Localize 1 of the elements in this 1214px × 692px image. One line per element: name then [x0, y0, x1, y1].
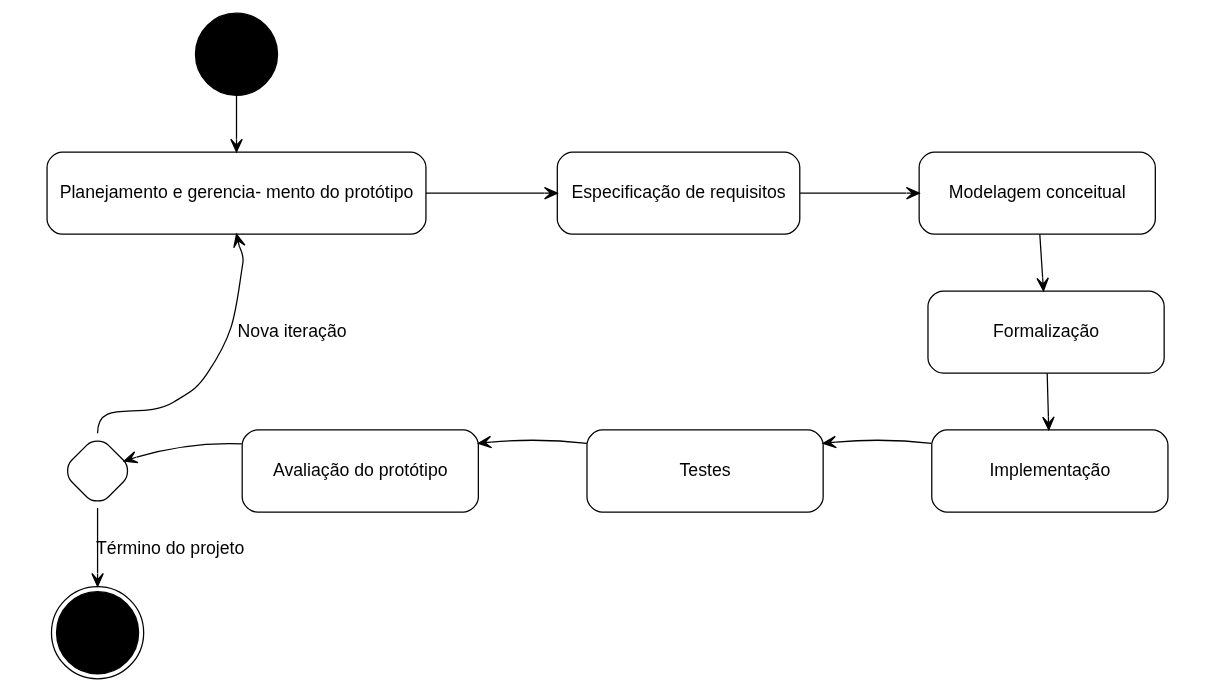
- edge-label: Nova iteração: [237, 320, 347, 341]
